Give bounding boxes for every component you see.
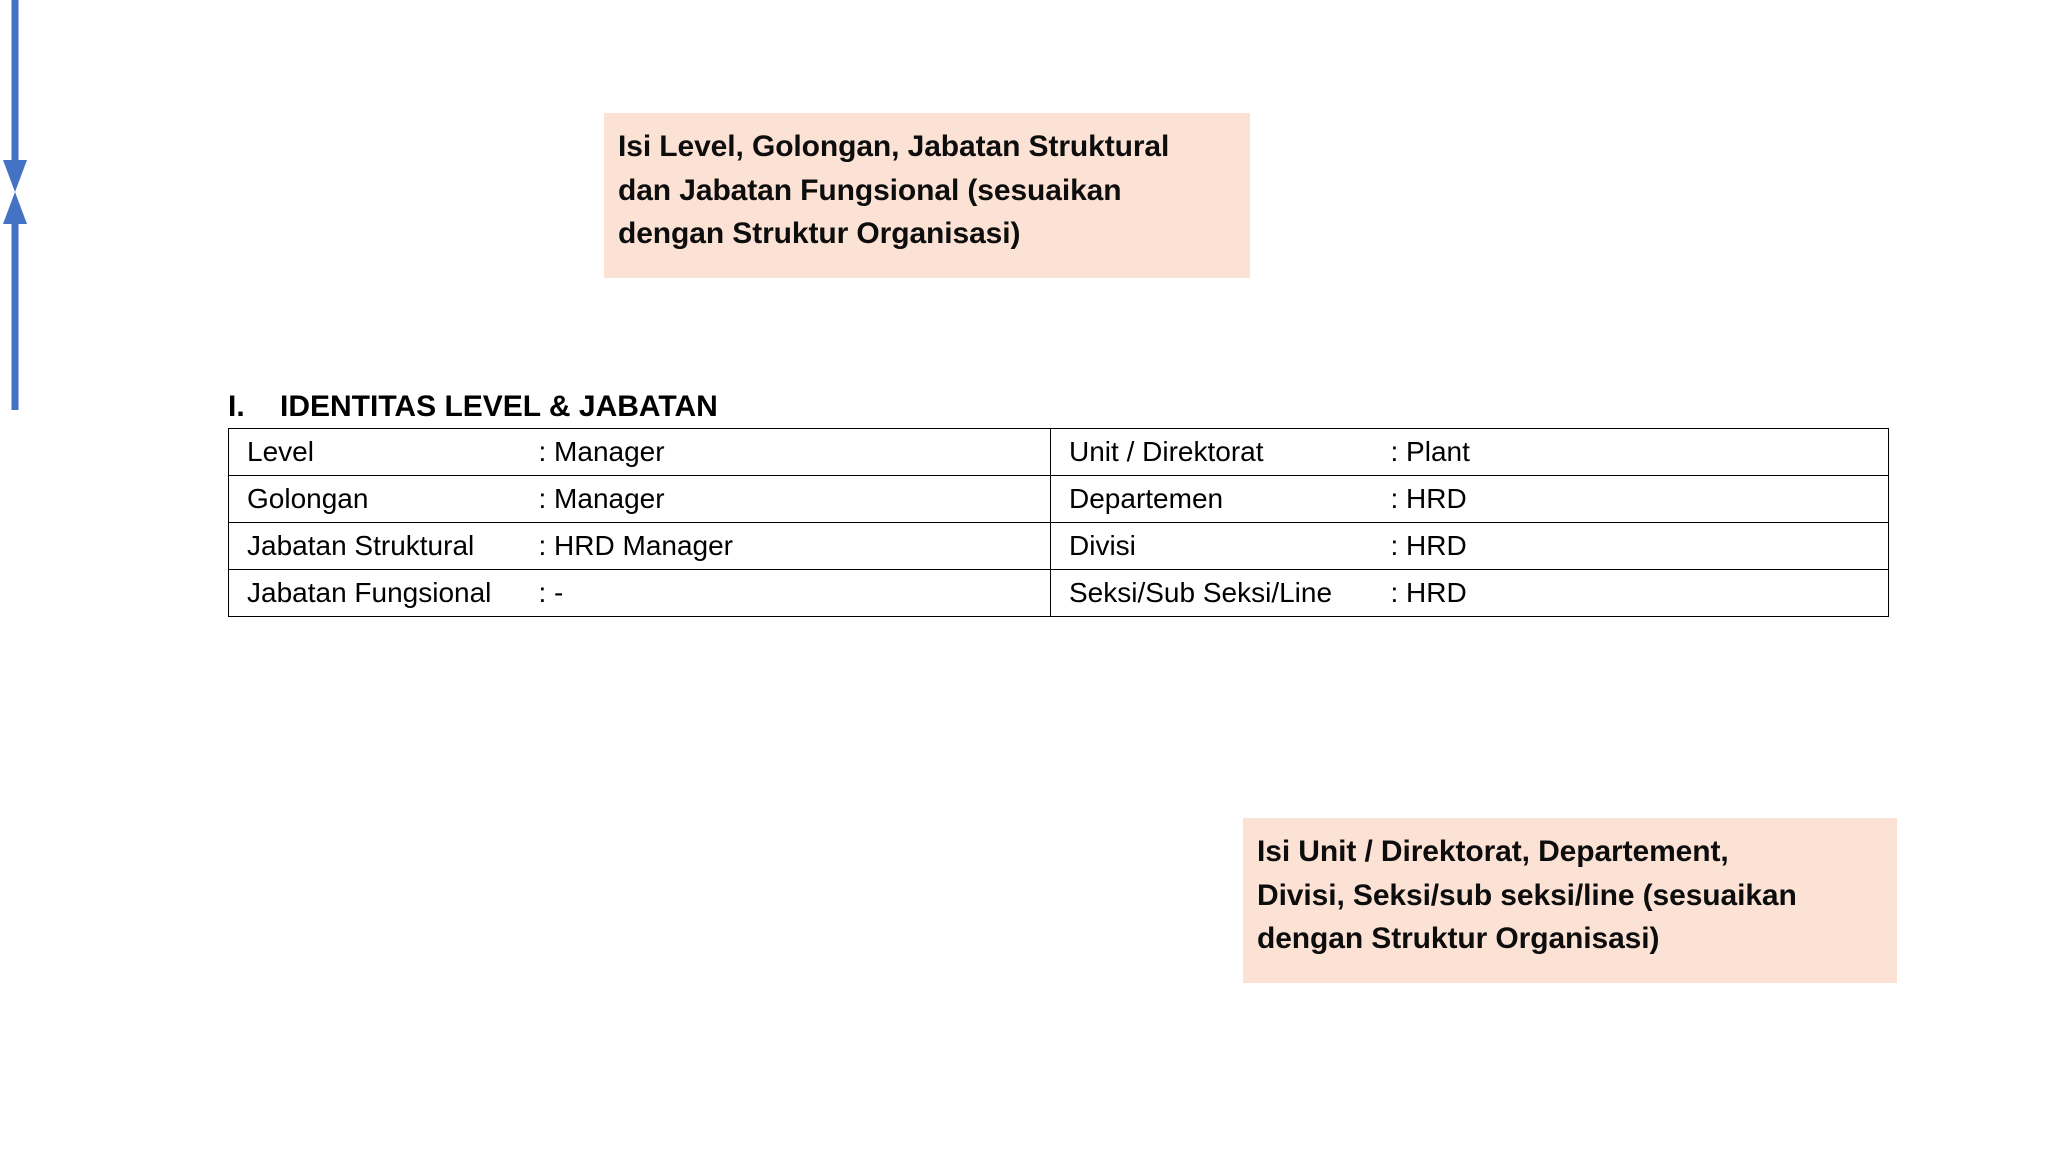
- callout-bottom-line-3: dengan Struktur Organisasi): [1257, 922, 1660, 955]
- cell-right-label: Divisi: [1050, 522, 1391, 570]
- cell-right-value: : HRD: [1390, 569, 1889, 617]
- table-row: Level : Manager Unit / Direktorat : Plan…: [228, 428, 1889, 476]
- callout-bottom-line-1: Isi Unit / Direktorat, Departement,: [1257, 835, 1729, 868]
- cell-left-value: : HRD Manager: [538, 522, 1051, 570]
- callout-bottom-line-2: Divisi, Seksi/sub seksi/line (sesuaikan: [1257, 878, 1797, 912]
- section-numeral: I.: [228, 390, 245, 423]
- cell-right-label: Unit / Direktorat: [1050, 428, 1391, 476]
- table-row: Jabatan Struktural : HRD Manager Divisi …: [228, 522, 1889, 570]
- cell-right-label: Departemen: [1050, 475, 1391, 523]
- arrow-up-icon: [3, 192, 27, 410]
- table-row: Golongan : Manager Departemen : HRD: [228, 475, 1889, 523]
- cell-right-value: : Plant: [1390, 428, 1889, 476]
- cell-right-value: : HRD: [1390, 522, 1889, 570]
- arrow-up-to-seksi-row: [0, 192, 30, 410]
- callout-top-line-2: dan Jabatan Fungsional (sesuaikan: [618, 173, 1122, 207]
- callout-top-line-3: dengan Struktur Organisasi): [618, 217, 1021, 250]
- cell-left-label: Golongan: [228, 475, 539, 523]
- cell-left-label: Level: [228, 428, 539, 476]
- cell-left-label: Jabatan Fungsional: [228, 569, 539, 617]
- cell-left-value: : -: [538, 569, 1051, 617]
- identity-level-jabatan-table: Level : Manager Unit / Direktorat : Plan…: [228, 428, 1889, 617]
- page-title: I. IDENTITAS LEVEL & JABATAN: [228, 390, 718, 424]
- cell-left-value: : Manager: [538, 475, 1051, 523]
- section-title-text: IDENTITAS LEVEL & JABATAN: [280, 390, 718, 423]
- cell-left-label: Jabatan Struktural: [228, 522, 539, 570]
- cell-left-value: : Manager: [538, 428, 1051, 476]
- cell-right-value: : HRD: [1390, 475, 1889, 523]
- arrow-down-icon: [3, 0, 27, 192]
- table-row: Jabatan Fungsional : - Seksi/Sub Seksi/L…: [228, 569, 1889, 617]
- callout-top-line-1: Isi Level, Golongan, Jabatan Struktural: [618, 130, 1170, 163]
- arrow-down-to-level-row: [0, 0, 30, 192]
- callout-top-left-fields: Isi Level, Golongan, Jabatan Struktural …: [604, 113, 1250, 278]
- callout-bottom-right-fields: Isi Unit / Direktorat, Departement, Divi…: [1243, 818, 1897, 983]
- cell-right-label: Seksi/Sub Seksi/Line: [1050, 569, 1391, 617]
